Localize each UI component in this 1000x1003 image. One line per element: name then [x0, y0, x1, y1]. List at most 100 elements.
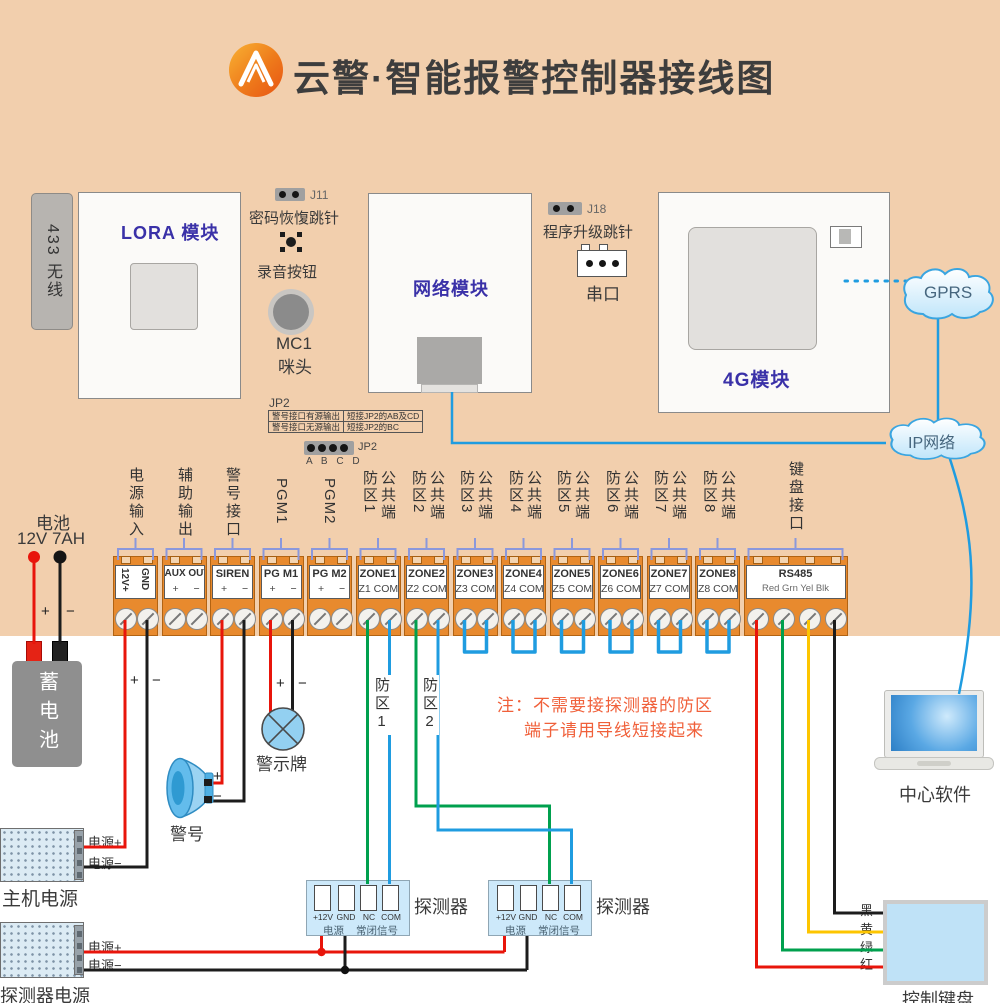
- header-pgm1: PGM1: [273, 478, 290, 525]
- gprs-cloud-label: GPRS: [924, 283, 973, 302]
- control-keyboard: [883, 900, 988, 985]
- note-line1: 注：不需要接探测器的防区: [497, 696, 713, 715]
- detector-2-label: 探测器: [596, 897, 650, 917]
- warning-lamp-label: 警示牌: [256, 755, 307, 774]
- ip-network-line: [450, 318, 940, 445]
- detector-terminal: [542, 885, 559, 911]
- battery-minus-node: [53, 550, 67, 564]
- j18-label: J18: [587, 202, 607, 216]
- detector-terminal: [519, 885, 537, 911]
- antenna-433-label: 433 无线: [44, 223, 61, 300]
- siren-label: 警号: [170, 825, 204, 844]
- host-power-supply: [0, 828, 84, 882]
- brand-logo-icon: [228, 42, 284, 98]
- zone2-tag: 防区2: [419, 675, 439, 735]
- zone1-tag: 防区1: [371, 675, 391, 735]
- detector-1-label: 探测器: [414, 897, 468, 917]
- ip-cloud-label: IP网络: [908, 435, 956, 452]
- j18-jumper-icon: [548, 202, 582, 215]
- siren-minus-sign: −: [213, 788, 222, 805]
- header-power-input: 电源输入: [127, 467, 144, 539]
- terminal-block-siren: SIREN+−: [210, 556, 256, 636]
- 4g-chip: [688, 227, 817, 350]
- black-junction-dot: [340, 965, 350, 975]
- terminal-block-power: 12V+GND: [113, 556, 159, 636]
- screw-terminal: [331, 608, 353, 630]
- laptop-screen: [891, 695, 977, 751]
- detector-terminal: [497, 885, 514, 911]
- password-jumper-label: 密码恢愎跳针: [249, 210, 340, 227]
- host-power-connector: [74, 830, 84, 880]
- serial-port-icon: [577, 250, 627, 277]
- zone-short-links: [462, 620, 731, 654]
- lamp-minus-sign: −: [298, 675, 307, 692]
- page-title: 云警·智能报警控制器接线图: [293, 58, 776, 99]
- upgrade-jumper-label: 程序升级跳针: [543, 224, 634, 241]
- record-button-label: 录音按钮: [257, 264, 318, 281]
- power-minus-sign: −: [152, 672, 161, 689]
- mic-label-mc1: MC1: [276, 334, 312, 353]
- yellow-wire: [807, 620, 883, 934]
- green-wires: [366, 620, 883, 952]
- detector-2: +12V GND NC COM 电源 常闭信号: [488, 880, 592, 937]
- laptop-trackpad: [917, 761, 951, 766]
- jp2-jumper-label: JP2: [358, 441, 377, 453]
- detector-terminal: [564, 885, 581, 911]
- terminal-block-pgm2: PG M2+−: [307, 556, 353, 636]
- sim-card-icon: [830, 226, 862, 248]
- label-brackets: [117, 538, 844, 560]
- screw-terminal: [185, 608, 208, 630]
- laptop-screen-frame: [884, 690, 984, 758]
- detector-terminal: [360, 885, 377, 911]
- lora-chip: [130, 263, 198, 330]
- warning-lamp-icon: [261, 707, 305, 751]
- battery-spec: 12V 7AH: [17, 529, 86, 548]
- storage-battery: 蓄电池: [12, 661, 82, 767]
- center-software-label: 中心软件: [899, 785, 971, 805]
- gprs-cloud: [903, 268, 994, 320]
- 4g-module-label: 4G模块: [723, 370, 791, 391]
- jp2-pins-label: A B C D: [306, 456, 363, 467]
- j11-jumper-icon: [275, 188, 305, 201]
- jp2-table: 警号接口有源输出短接JP2的AB及CD 警号接口无源输出短接JP2的BC: [267, 410, 424, 433]
- header-aux-output: 辅助输出: [176, 467, 193, 539]
- detector-1: +12V GND NC COM 电源 常闭信号: [306, 880, 410, 937]
- antenna-433-box: 433 无线: [31, 193, 73, 330]
- jp2-cell: 短接JP2的BC: [343, 421, 424, 433]
- red-junction-dot: [317, 947, 326, 957]
- siren-speaker-icon: [166, 757, 214, 819]
- red-wires: [32, 561, 883, 969]
- battery-title: 电池: [36, 514, 70, 533]
- detector-terminal: [314, 885, 331, 911]
- lamp-plus-sign: +: [276, 675, 285, 692]
- header-pgm2: PGM2: [321, 478, 338, 525]
- network-module-label: 网络模块: [413, 279, 489, 299]
- cloud-to-laptop-line: [947, 455, 973, 695]
- jp2-title: JP2: [269, 396, 290, 410]
- detector-terminal: [337, 885, 355, 911]
- siren-plus-sign: +: [213, 768, 222, 785]
- battery-minus-sign: −: [66, 603, 75, 620]
- lora-module-label: LORA 模块: [121, 223, 220, 243]
- ip-cloud: [889, 417, 986, 460]
- jp2-jumper-icon: [304, 441, 354, 455]
- detector-power-connector: [74, 925, 84, 975]
- mic-label-mitou: 咪头: [278, 358, 312, 377]
- network-connector: [417, 337, 482, 384]
